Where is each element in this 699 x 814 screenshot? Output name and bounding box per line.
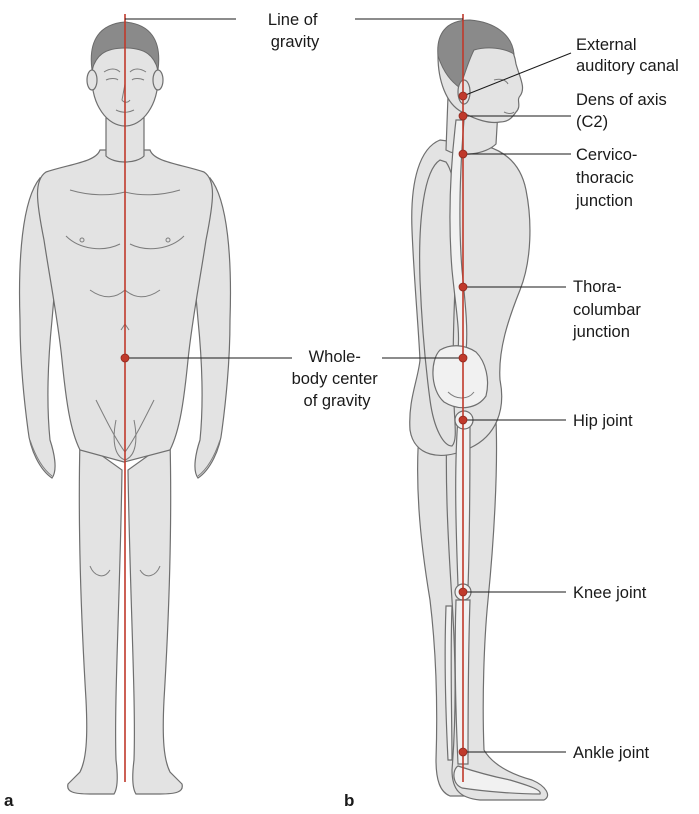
center-of-gravity-marker-side xyxy=(459,354,467,362)
thoracolumbar-junction-label: Thora- columbar junction xyxy=(572,278,645,341)
dens-of-axis-marker xyxy=(459,112,467,120)
panel-b-letter: b xyxy=(344,791,354,810)
hip-joint-marker xyxy=(459,416,467,424)
hip-joint-label: Hip joint xyxy=(573,412,633,430)
thoracolumbar-junction-marker xyxy=(459,283,467,291)
ankle-joint-marker xyxy=(459,748,467,756)
panel-a-letter: a xyxy=(4,791,14,810)
ankle-joint-label: Ankle joint xyxy=(573,744,650,762)
cervicothoracic-junction-label: Cervico- thoracic junction xyxy=(575,146,642,210)
cervicothoracic-junction-marker xyxy=(459,150,467,158)
knee-joint-label: Knee joint xyxy=(573,584,647,602)
side-view-figure xyxy=(410,20,548,800)
knee-joint-marker xyxy=(459,588,467,596)
dens-of-axis-label: Dens of axis (C2) xyxy=(576,91,671,131)
center-of-gravity-marker-front xyxy=(121,354,129,362)
external-auditory-canal-label: External auditory canal xyxy=(576,36,679,75)
center-of-gravity-label: Whole- body center of gravity xyxy=(292,348,383,410)
external-auditory-canal-marker xyxy=(459,92,467,100)
line-of-gravity-label: Line of gravity xyxy=(268,11,322,51)
